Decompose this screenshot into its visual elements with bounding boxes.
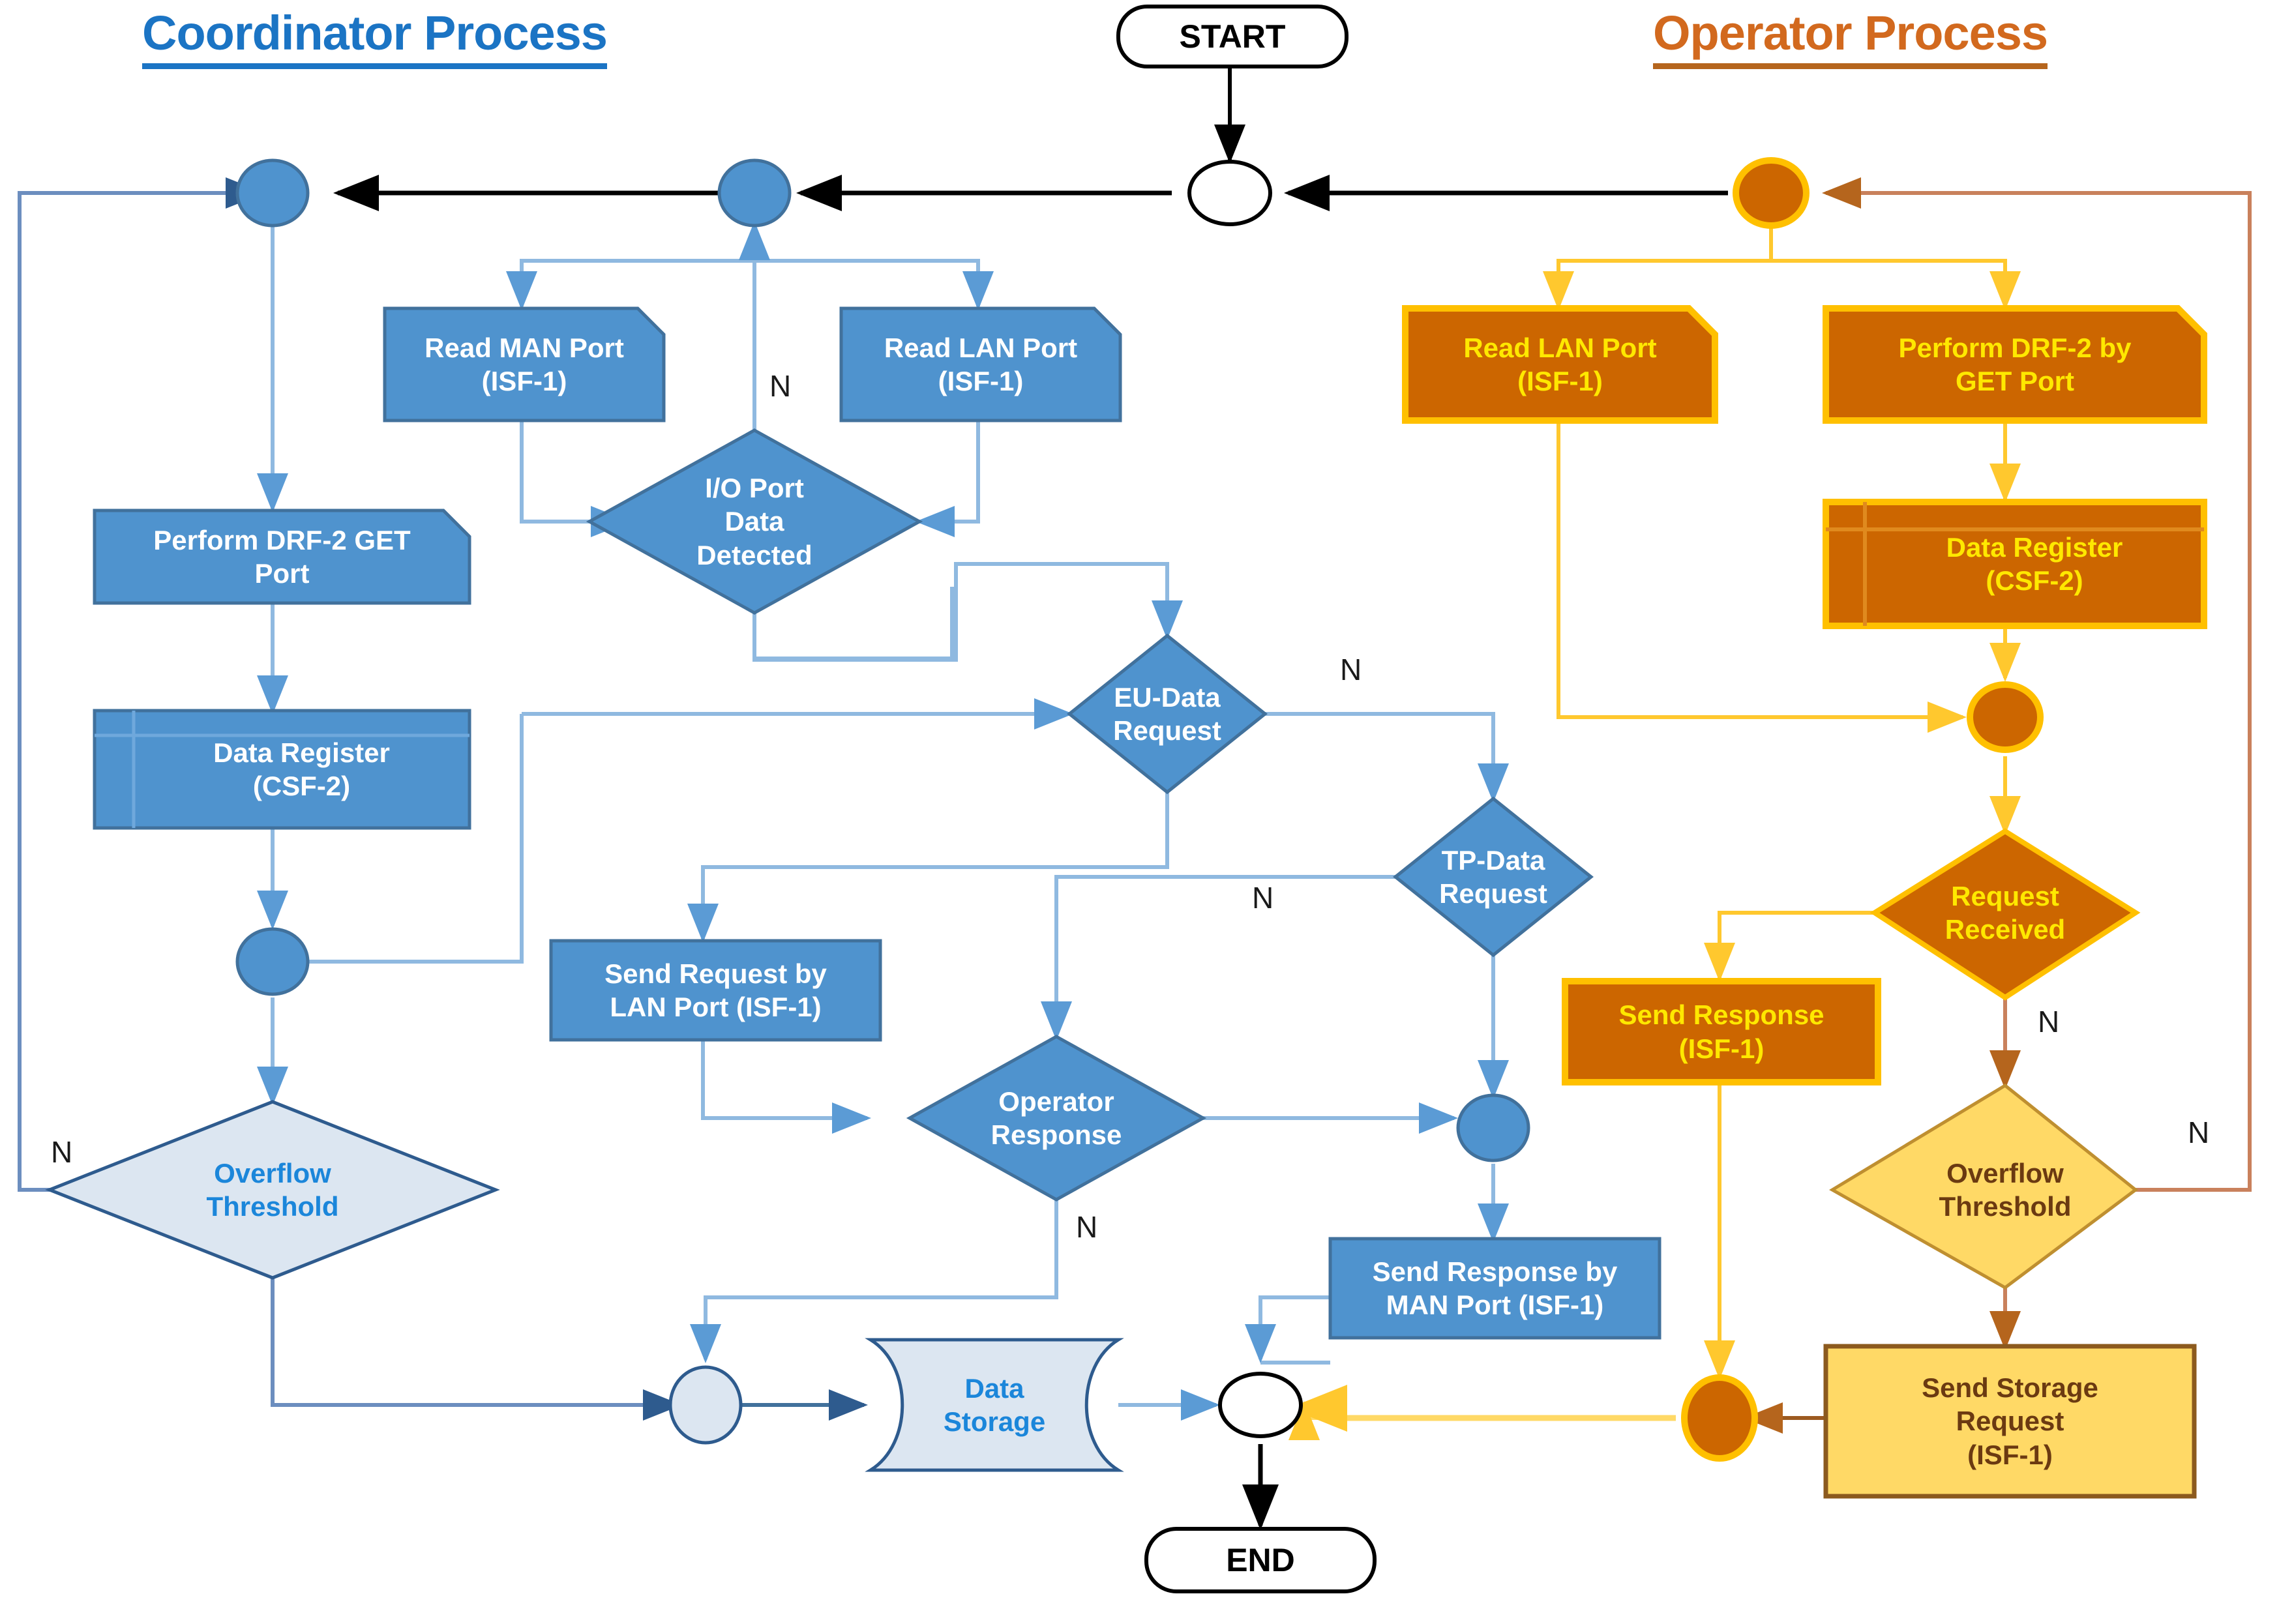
diamond-overflow-threshold-left xyxy=(45,1100,500,1280)
coordinator-junction-mid xyxy=(717,158,792,228)
box-operator-read-lan-port xyxy=(1402,305,1718,424)
box-read-man-port xyxy=(383,306,666,422)
coordinator-junction-register xyxy=(235,927,310,996)
branch-label-overflow-left-no: N xyxy=(51,1135,73,1169)
box-send-storage-request xyxy=(1823,1344,2197,1499)
box-send-response-man-port xyxy=(1328,1237,1661,1340)
diamond-overflow-threshold-right xyxy=(1829,1083,2139,1290)
branch-label-io-port-no: N xyxy=(769,369,792,403)
coordinator-junction-storage xyxy=(668,1365,743,1445)
coordinator-process-title: Coordinator Process xyxy=(142,5,608,69)
diamond-io-port-data-detected xyxy=(586,428,923,615)
operator-junction-top xyxy=(1733,157,1810,229)
coordinator-junction-left xyxy=(235,158,310,228)
branch-label-overflow-right-no: N xyxy=(2188,1115,2210,1149)
diamond-operator-response xyxy=(906,1035,1207,1202)
branch-label-operator-response-no: N xyxy=(1076,1210,1098,1244)
branch-label-request-received-no: N xyxy=(2038,1005,2060,1039)
box-perform-drf2-get-port xyxy=(93,509,471,605)
box-send-request-lan-port xyxy=(549,939,882,1042)
operator-process-title: Operator Process xyxy=(1653,5,2048,69)
box-operator-perform-drf2 xyxy=(1823,305,2207,424)
start-terminator xyxy=(1116,5,1348,68)
box-operator-send-response xyxy=(1562,978,1881,1085)
box-data-register-coordinator xyxy=(93,709,471,830)
coordinator-junction-tp xyxy=(1456,1093,1530,1162)
end-junction-circle xyxy=(1218,1372,1303,1438)
box-read-lan-port xyxy=(839,306,1122,422)
branch-label-eu-data-no: N xyxy=(1340,653,1362,687)
diamond-tp-data-request xyxy=(1392,796,1594,958)
end-terminator xyxy=(1144,1527,1377,1593)
branch-label-tp-data-no: N xyxy=(1252,881,1274,915)
box-data-register-operator xyxy=(1823,499,2207,629)
diamond-request-received xyxy=(1869,828,2141,1001)
diamond-eu-data-request xyxy=(1066,633,1268,795)
operator-junction-mid xyxy=(1967,681,2044,753)
start-junction-circle xyxy=(1187,160,1272,226)
shape-data-storage xyxy=(865,1338,1124,1472)
operator-connectors xyxy=(1288,177,2252,1440)
operator-junction-bottom xyxy=(1681,1374,1758,1462)
